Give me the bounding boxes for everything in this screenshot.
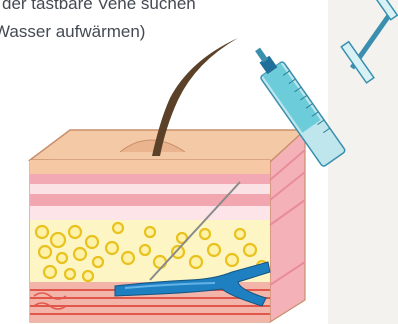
caption-line-2: Wasser aufwärmen) [0, 22, 354, 42]
caption-line-1: der tastbare Vene suchen [2, 0, 362, 14]
